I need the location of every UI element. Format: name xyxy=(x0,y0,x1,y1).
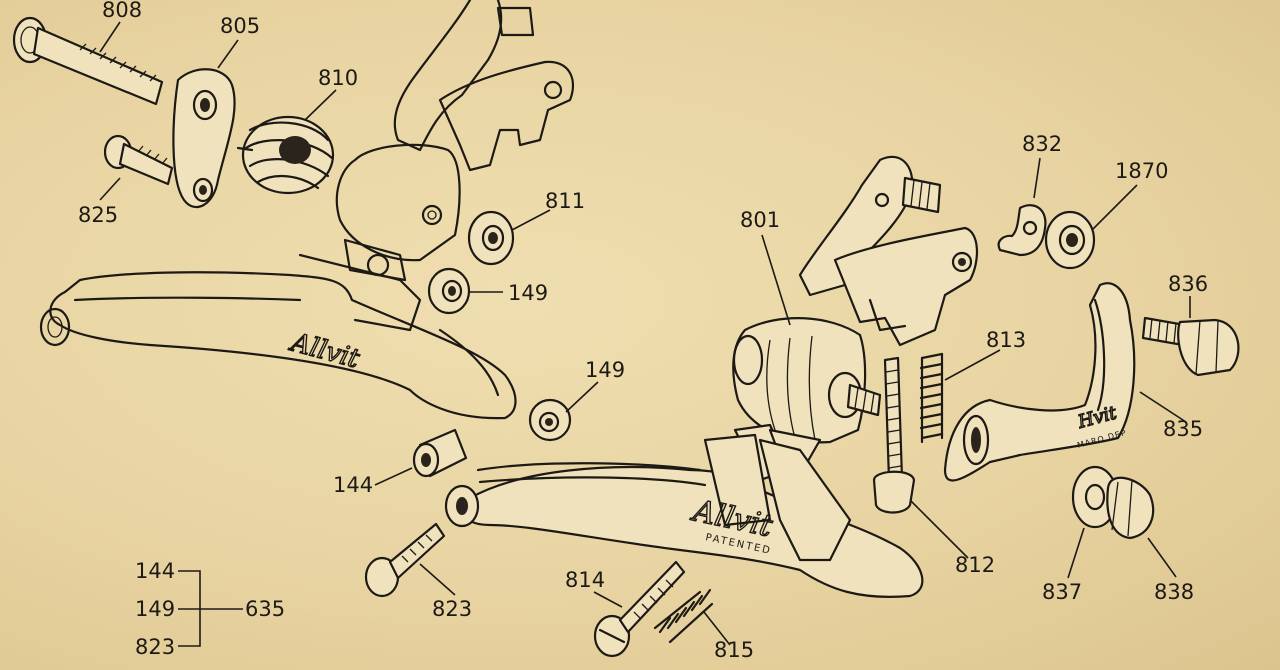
label-149-lower: 149 xyxy=(585,358,625,382)
part-810-coil-spring xyxy=(236,115,335,195)
label-835: 835 xyxy=(1163,417,1203,441)
label-1870: 1870 xyxy=(1115,159,1168,183)
label-837: 837 xyxy=(1042,580,1082,604)
part-835-clamp-bracket: Hvit MARQ DEP xyxy=(943,282,1136,482)
kit-legend: 144 149 823 635 xyxy=(135,559,285,659)
label-836: 836 xyxy=(1168,272,1208,296)
part-836-bolt xyxy=(1141,316,1240,377)
label-811: 811 xyxy=(545,189,585,213)
part-823-screw xyxy=(364,522,446,598)
part-1870-lock-nut xyxy=(1044,210,1096,270)
label-801: 801 xyxy=(740,208,780,232)
label-825: 825 xyxy=(78,203,118,227)
left-derailleur-outline: Allvit xyxy=(39,0,575,420)
kit-item-144: 144 xyxy=(135,559,175,583)
left-cage-logo: Allvit xyxy=(286,327,363,374)
label-814: 814 xyxy=(565,568,605,592)
kit-item-823: 823 xyxy=(135,635,175,659)
part-815-spring xyxy=(653,588,714,644)
part-838-cap-nut xyxy=(1106,476,1155,540)
part-812-long-screw xyxy=(872,356,916,514)
part-811-nut xyxy=(467,210,515,266)
label-805: 805 xyxy=(220,14,260,38)
part-149-nut-lower xyxy=(528,398,572,442)
label-823: 823 xyxy=(432,597,472,621)
label-149-upper: 149 xyxy=(508,281,548,305)
part-labels: 808 805 810 825 811 149 149 144 823 801 … xyxy=(78,0,1208,662)
part-805-link-plate xyxy=(172,68,236,209)
part-814-screw xyxy=(593,560,686,658)
part-149-nut-upper xyxy=(427,267,471,315)
label-144: 144 xyxy=(333,473,373,497)
label-813: 813 xyxy=(986,328,1026,352)
label-838: 838 xyxy=(1154,580,1194,604)
part-144-sleeve xyxy=(412,428,468,478)
kit-number: 635 xyxy=(245,597,285,621)
part-808-long-bolt xyxy=(12,16,164,106)
part-825-short-bolt xyxy=(103,134,174,186)
part-813-spring xyxy=(919,352,944,444)
label-810: 810 xyxy=(318,66,358,90)
part-832-clip xyxy=(997,204,1047,257)
label-832: 832 xyxy=(1022,132,1062,156)
kit-item-149: 149 xyxy=(135,597,175,621)
leader-lines xyxy=(99,21,1191,646)
label-812: 812 xyxy=(955,553,995,577)
label-808: 808 xyxy=(102,0,142,22)
right-derailleur-cage: Allvit PATENTED xyxy=(444,433,924,598)
label-815: 815 xyxy=(714,638,754,662)
part-801-derailleur-body xyxy=(732,155,979,482)
